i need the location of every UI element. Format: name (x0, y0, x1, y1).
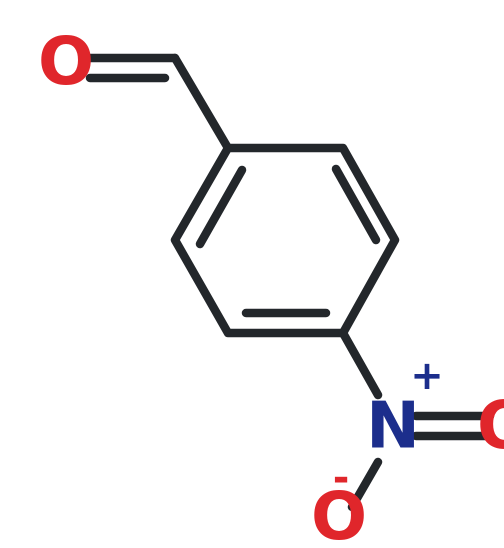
nitro-single-bond (347, 457, 383, 512)
aldehyde-ring-bond (170, 53, 233, 153)
ring-inner-double-bond-left (195, 165, 247, 249)
aldehyde-oxygen-label: O (38, 23, 94, 100)
ring-inner-double-bond-right (331, 164, 381, 245)
nitro-double-oxygen-label: O (477, 387, 504, 464)
benzene-ring (170, 143, 400, 338)
ring-nitrogen-bond (338, 328, 383, 400)
nitrogen-positive-charge: + (410, 353, 444, 399)
oxygen-negative-charge: - (333, 455, 350, 501)
nitro-single-oxygen-label: O (311, 478, 367, 548)
nitro-nitrogen-label: N (366, 390, 420, 464)
